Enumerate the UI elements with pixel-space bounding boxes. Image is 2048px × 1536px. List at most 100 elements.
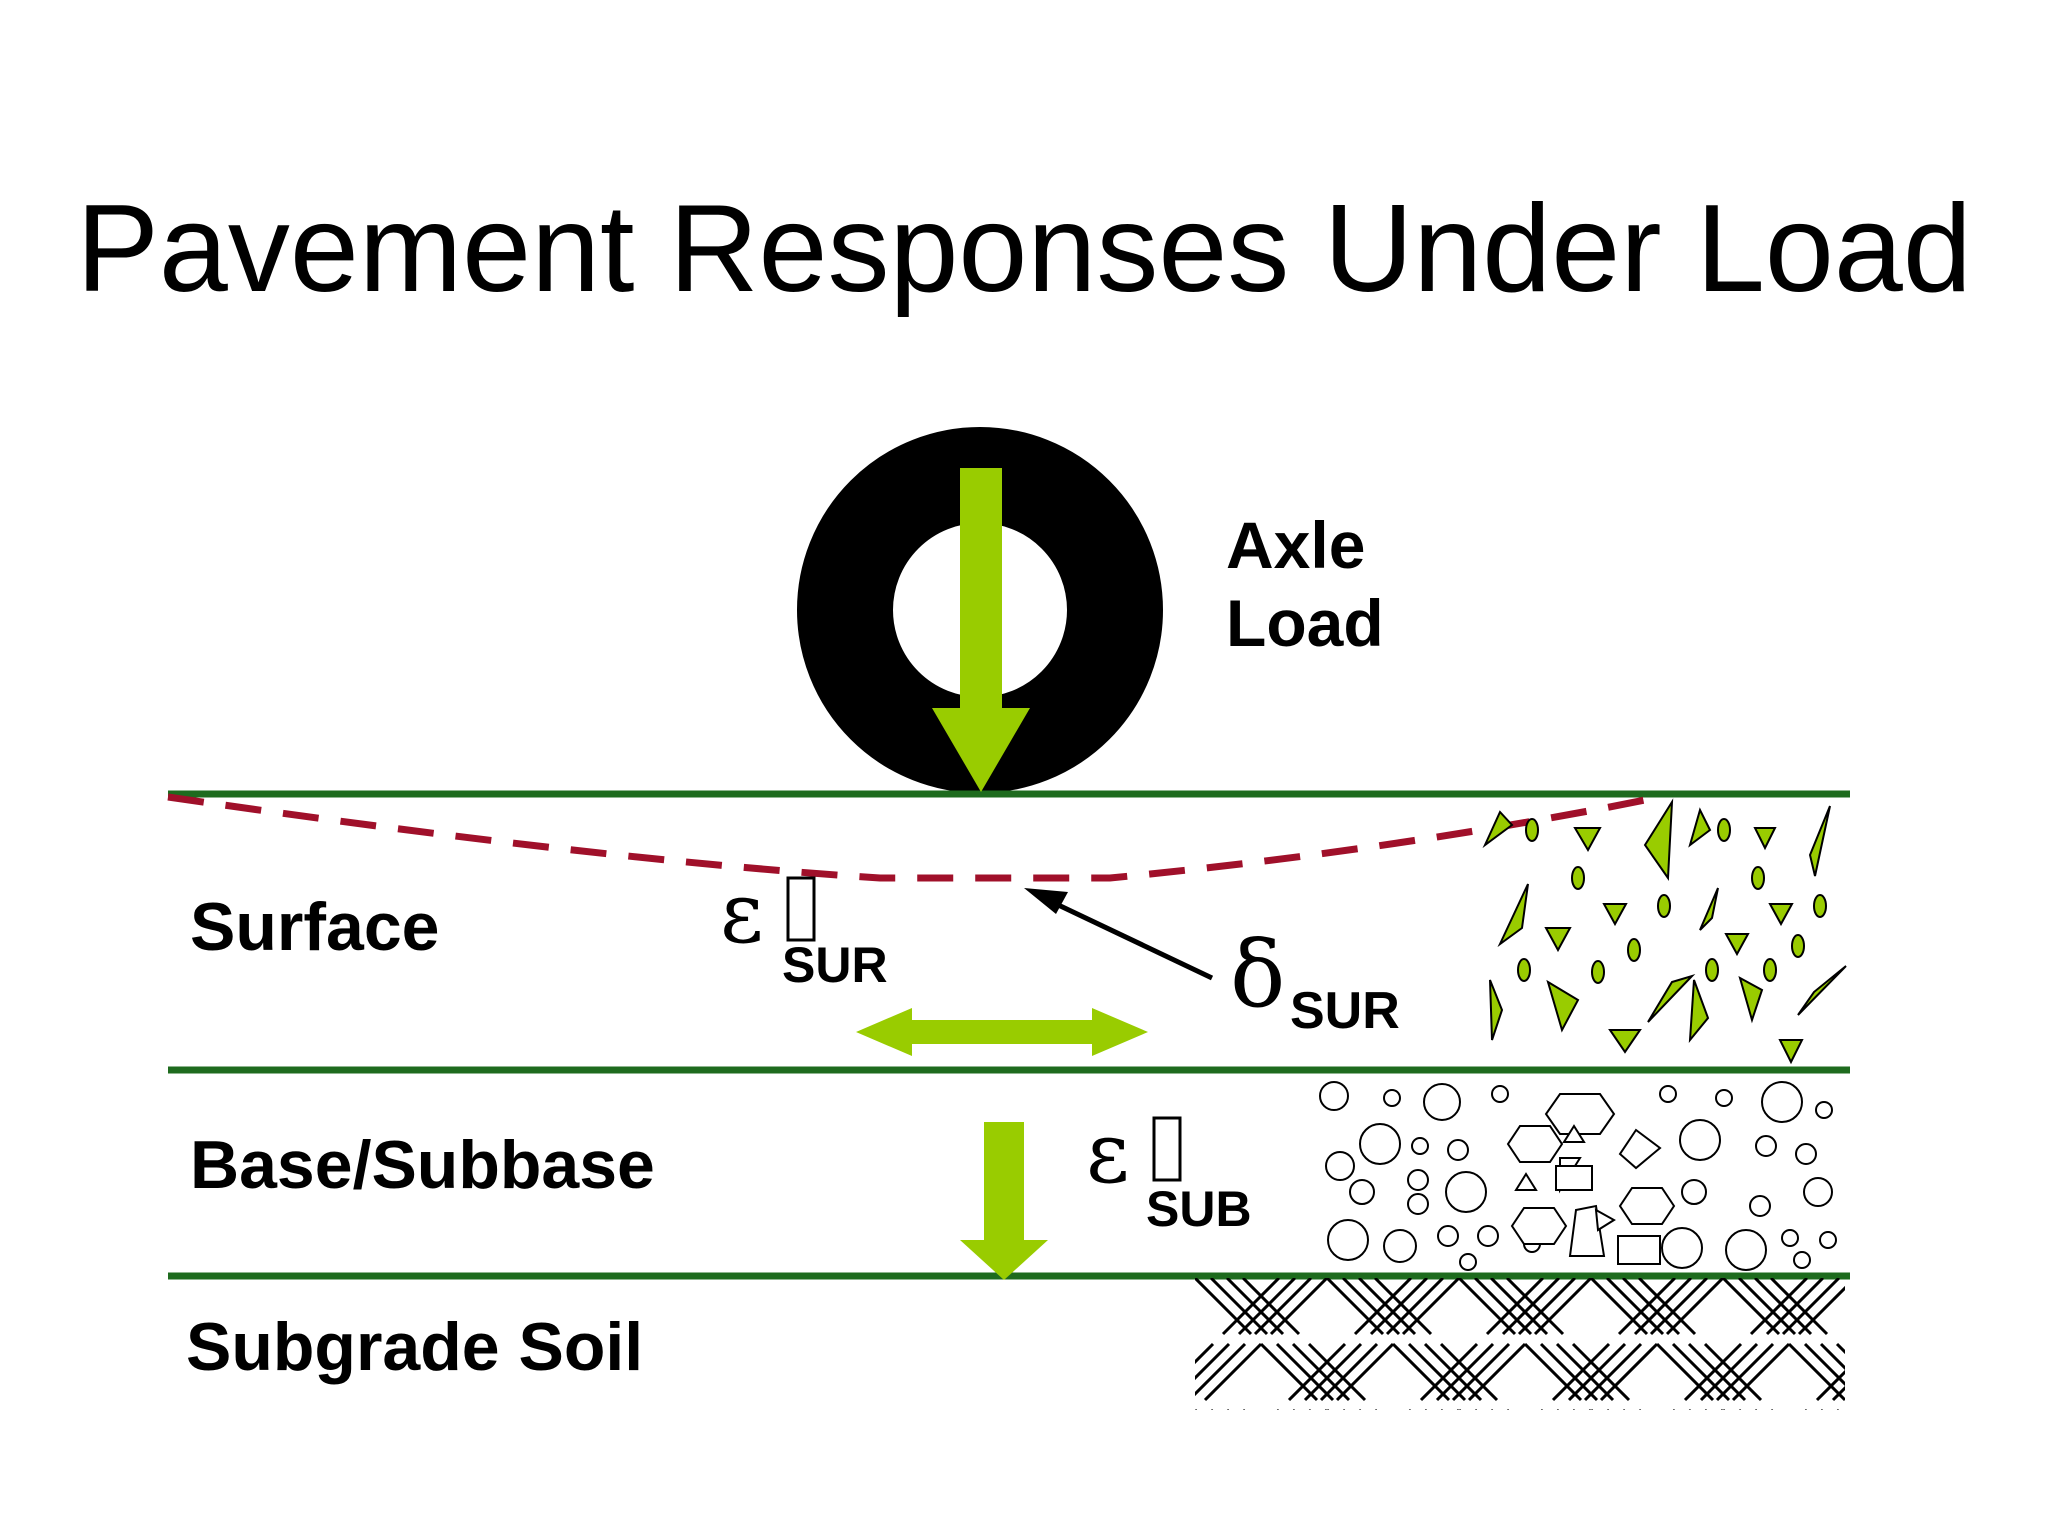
hatch-line (1369, 1278, 1429, 1336)
hatch-line (1803, 1342, 1845, 1387)
hatch-line (1623, 1408, 1626, 1410)
hatch-line (1903, 1410, 1959, 1466)
base-layer-label: Base/Subbase (190, 1127, 655, 1203)
hatch-line (1715, 1342, 1775, 1402)
hatch-line (1739, 1408, 1742, 1410)
hatch-line (1221, 1278, 1281, 1336)
hatch-line (1324, 1408, 1327, 1410)
hatch-line (1855, 1278, 1911, 1334)
hatch-line (1655, 1342, 1715, 1402)
hatch-line (1755, 1408, 1758, 1410)
hatch-line (1649, 1278, 1709, 1336)
hatch-line (1457, 1278, 1517, 1336)
strain-subgrade-symbol: ε (1086, 1104, 1130, 1202)
hatch-line (1308, 1408, 1311, 1410)
hatch-line (1227, 1408, 1230, 1410)
hatch-line (1243, 1408, 1246, 1410)
hatch-line (1799, 1410, 1855, 1466)
hatch-line (1225, 1278, 1285, 1336)
hatch-line (1507, 1408, 1510, 1410)
hatch-line (1451, 1342, 1511, 1402)
missing-glyph-box (786, 876, 816, 942)
hatch-line (1211, 1408, 1214, 1410)
hatch-line (1501, 1278, 1561, 1336)
hatch-line (1439, 1342, 1499, 1402)
hatch-line (1556, 1408, 1559, 1410)
surface-layer-label: Surface (190, 889, 439, 965)
axle-load-label-line1: Axle (1226, 508, 1365, 582)
hatch-line (1259, 1342, 1319, 1402)
hatch-line (1771, 1408, 1774, 1410)
hatch-line (1375, 1408, 1378, 1410)
hatch-line (1781, 1278, 1841, 1336)
hatch-line (1887, 1410, 1943, 1466)
hatch-line (1385, 1278, 1445, 1336)
hatch-line (1683, 1342, 1743, 1402)
hatch-line (1423, 1342, 1483, 1402)
surface-texture-pattern (1482, 798, 1847, 1065)
hatch-line (1440, 1408, 1443, 1410)
subgrade-texture-pattern (1195, 1278, 1959, 1466)
hatch-line (1769, 1278, 1829, 1336)
hatch-line (1485, 1278, 1545, 1336)
hatch-line (1456, 1408, 1459, 1410)
strain-surface-subscript: SUR (782, 937, 888, 993)
hatch-line (1621, 1278, 1681, 1336)
hatch-line (1567, 1342, 1627, 1402)
hatch-line (1489, 1278, 1549, 1336)
hatch-line (1765, 1278, 1825, 1336)
hatch-line (1589, 1278, 1649, 1336)
hatch-line (1517, 1278, 1577, 1336)
strain-surface-symbol: ε (720, 864, 764, 962)
hatch-line (1539, 1342, 1599, 1402)
hatch-line (1665, 1278, 1725, 1336)
hatch-line (1319, 1342, 1379, 1402)
hatch-line (1672, 1408, 1675, 1410)
hatch-line (1523, 1342, 1583, 1402)
hatch-line (1475, 1408, 1478, 1410)
hatch-line (1473, 1278, 1533, 1336)
hatch-line (1505, 1278, 1565, 1336)
hatch-line (1357, 1278, 1417, 1336)
hatch-line (1903, 1278, 1959, 1334)
hatch-line (1391, 1342, 1451, 1402)
hatch-line (1275, 1342, 1335, 1402)
hatch-line (1253, 1278, 1313, 1336)
hatch-line (1591, 1408, 1594, 1410)
strain-subgrade-subscript: SUB (1146, 1181, 1252, 1237)
deflection-pointer-arrow (1024, 888, 1214, 981)
hatch-line (1551, 1342, 1611, 1402)
hatch-line (1855, 1410, 1911, 1466)
hatch-line (1737, 1278, 1797, 1336)
hatch-line (1303, 1342, 1363, 1402)
axle-load-label-line2: Load (1226, 586, 1384, 660)
hatch-line (1307, 1342, 1367, 1402)
hatch-line (1343, 1408, 1346, 1410)
hatch-line (1419, 1342, 1479, 1402)
hatch-line (1435, 1342, 1495, 1402)
deflection-surface-subscript: SUR (1290, 982, 1400, 1040)
hatch-line (1637, 1278, 1697, 1336)
vertical-strain-arrow (960, 1122, 1048, 1280)
hatch-line (1699, 1342, 1759, 1402)
hatch-line (1887, 1278, 1943, 1334)
hatch-line (1491, 1408, 1494, 1410)
hatch-line (1605, 1278, 1665, 1336)
hatch-line (1639, 1408, 1642, 1410)
hatch-line (1195, 1408, 1198, 1410)
hatch-line (1787, 1342, 1845, 1402)
hatch-line (1607, 1408, 1610, 1410)
hatch-line (1407, 1342, 1467, 1402)
hatch-line (1849, 1344, 1905, 1400)
hatch-line (1401, 1278, 1461, 1336)
hatch-line (1203, 1342, 1263, 1402)
hatch-line (1797, 1285, 1845, 1336)
hatch-line (1749, 1278, 1809, 1336)
hatch-line (1353, 1278, 1413, 1336)
hatch-line (1195, 1342, 1231, 1381)
base-texture-pattern (1319, 1081, 1837, 1271)
missing-glyph-box (1152, 1116, 1182, 1182)
hatch-line (1835, 1342, 1845, 1355)
hatch-line (1276, 1408, 1279, 1410)
hatch-line (1731, 1342, 1791, 1402)
